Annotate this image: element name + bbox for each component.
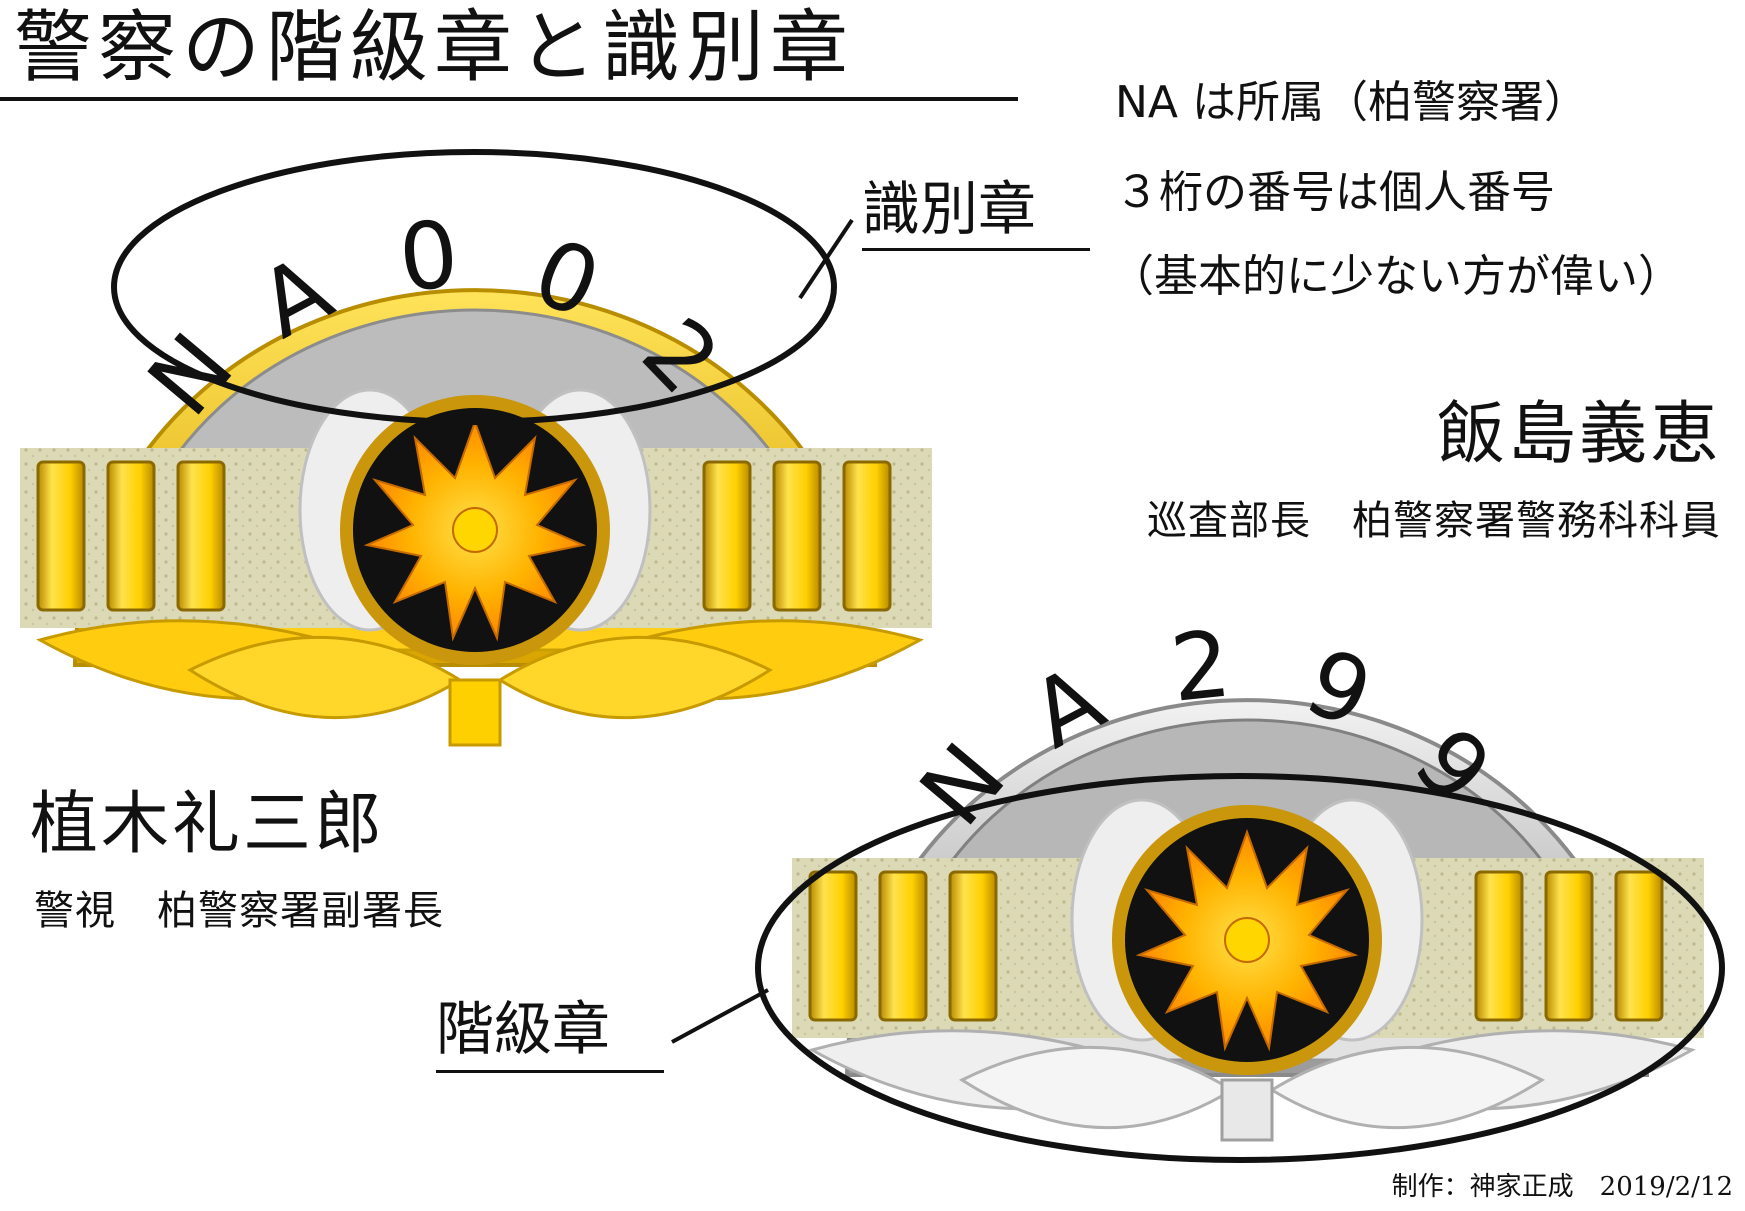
id-char: 2 bbox=[1166, 610, 1235, 723]
badge-silver: N A 2 9 9 bbox=[792, 610, 1704, 1140]
id-char: 0 bbox=[394, 200, 463, 313]
badge-gold: N A 0 0 2 bbox=[20, 200, 932, 745]
leader-line-rank bbox=[672, 990, 768, 1042]
leader-line-identification bbox=[800, 220, 852, 298]
